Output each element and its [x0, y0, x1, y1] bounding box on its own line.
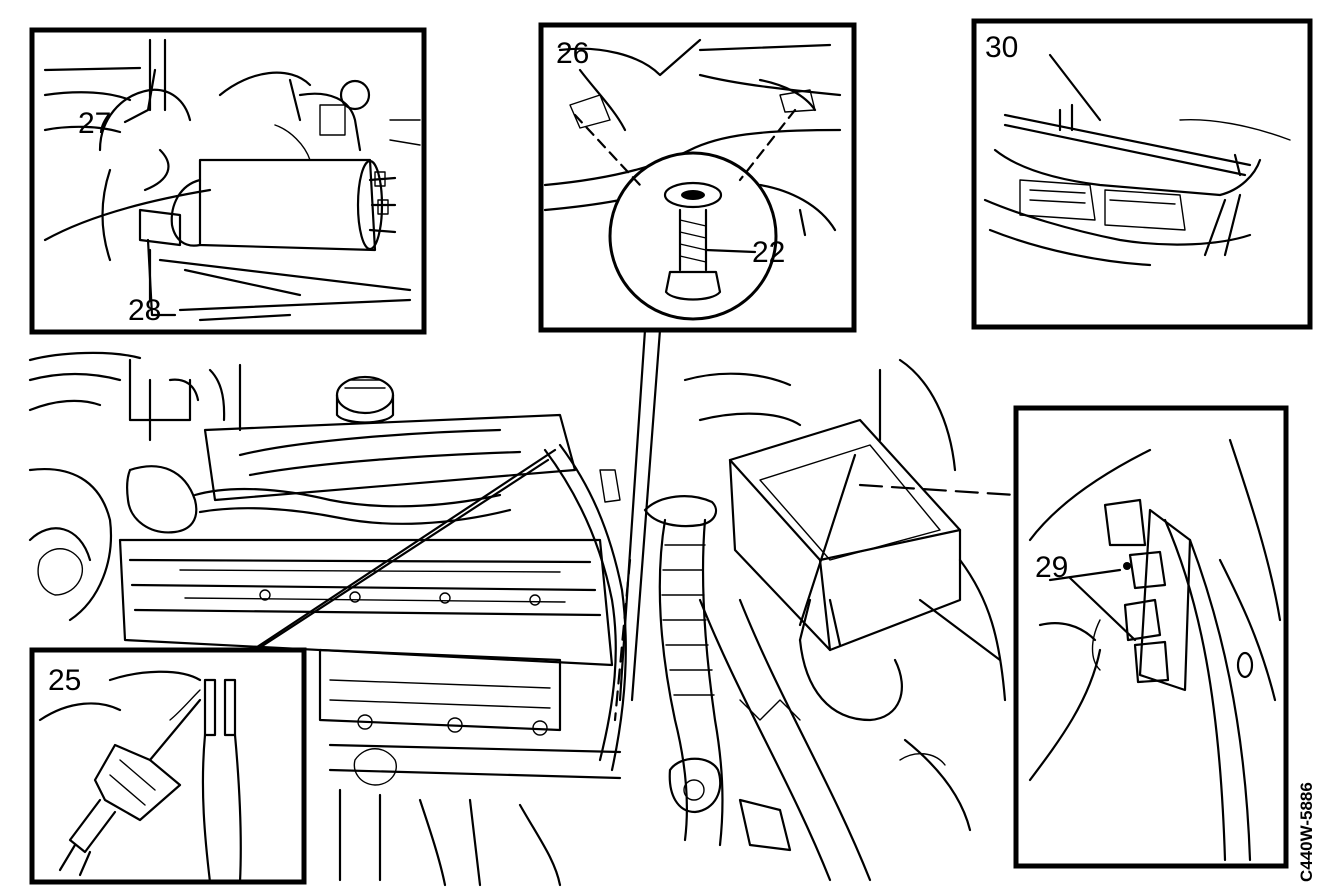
figure-code: C440W-5886: [1297, 782, 1316, 882]
callout-27: 27: [78, 107, 111, 140]
callout-30: 30: [985, 31, 1018, 64]
inset-25-connector: 25: [29, 647, 307, 885]
inset-29-battery-terminal: 29: [1013, 405, 1289, 869]
callout-26: 26: [556, 37, 589, 70]
callout-28: 28: [128, 294, 161, 327]
engine-bay-main-drawing: [28, 328, 1017, 887]
inset-27-28-starter: 27 28: [29, 27, 427, 335]
callout-29: 29: [1035, 551, 1068, 584]
callout-25: 25: [48, 664, 81, 697]
inset-30-engine-overview: 30: [971, 18, 1313, 330]
callout-22: 22: [752, 236, 785, 269]
inset-22-26-bolt: 26 22: [538, 22, 857, 333]
